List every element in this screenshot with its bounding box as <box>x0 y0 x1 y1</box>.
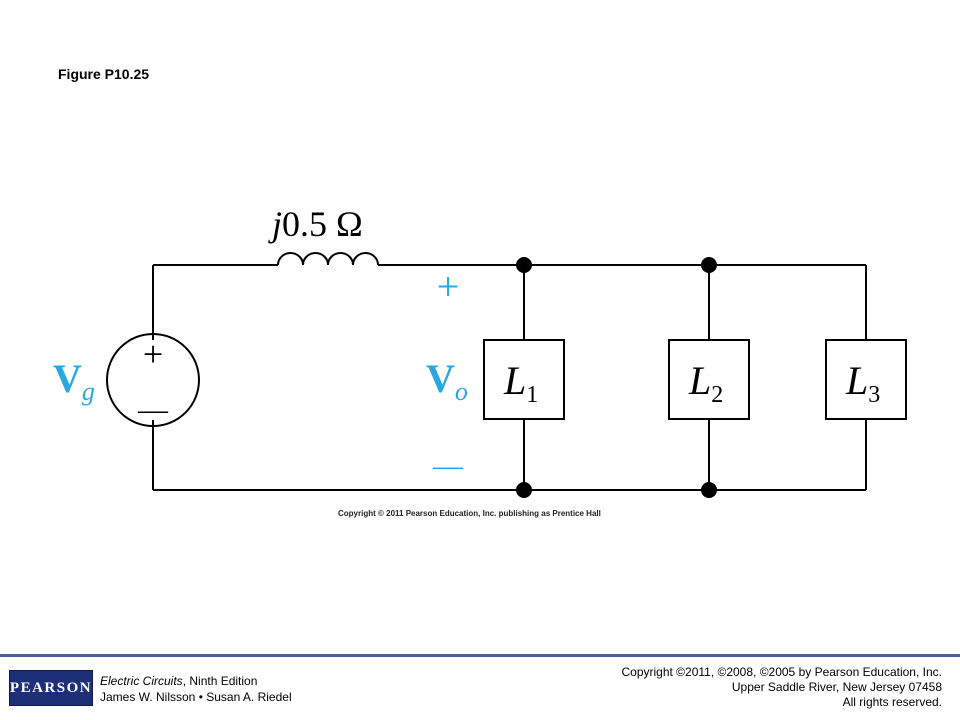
book-title: Electric Circuits <box>100 674 183 688</box>
logo-text: PEARSON <box>9 679 93 696</box>
pearson-logo: PEARSON <box>9 670 93 706</box>
book-edition: , Ninth Edition <box>182 674 258 688</box>
load-label-l3: L3 <box>845 358 880 408</box>
image-copyright: Copyright © 2011 Pearson Education, Inc.… <box>338 509 601 518</box>
load-label-l1: L1 <box>503 358 538 408</box>
footer-divider <box>0 654 960 657</box>
junction-node-top-1 <box>516 257 532 273</box>
load-label-l2: L2 <box>688 358 723 408</box>
source-minus-sign: — <box>137 393 169 426</box>
output-voltage-label: Vo <box>426 356 468 406</box>
book-title-line: Electric Circuits, Ninth Edition <box>100 673 292 689</box>
figure-title: Figure P10.25 <box>58 66 150 82</box>
output-minus-sign: — <box>432 449 464 482</box>
copyright-line-3: All rights reserved. <box>842 695 942 709</box>
output-plus-sign: + <box>437 264 460 309</box>
book-info: Electric Circuits, Ninth Edition James W… <box>100 673 292 705</box>
source-label: Vg <box>53 356 95 406</box>
impedance-label: j0.5 Ω <box>268 204 363 244</box>
copyright-line-1: Copyright ©2011, ©2008, ©2005 by Pearson… <box>621 665 942 679</box>
inductor-coil <box>277 252 379 266</box>
source-plus-sign: + <box>143 334 163 374</box>
junction-node-bottom-2 <box>701 482 717 498</box>
book-authors: James W. Nilsson • Susan A. Riedel <box>100 690 292 704</box>
circuit-diagram: j0.5 Ω + — Vg + Vo — L1 L2 L3 <box>53 204 907 498</box>
junction-node-bottom-1 <box>516 482 532 498</box>
junction-node-top-2 <box>701 257 717 273</box>
copyright-line-2: Upper Saddle River, New Jersey 07458 <box>731 680 942 694</box>
publisher-copyright: Copyright ©2011, ©2008, ©2005 by Pearson… <box>621 665 942 710</box>
voltage-source-circle <box>106 333 200 427</box>
